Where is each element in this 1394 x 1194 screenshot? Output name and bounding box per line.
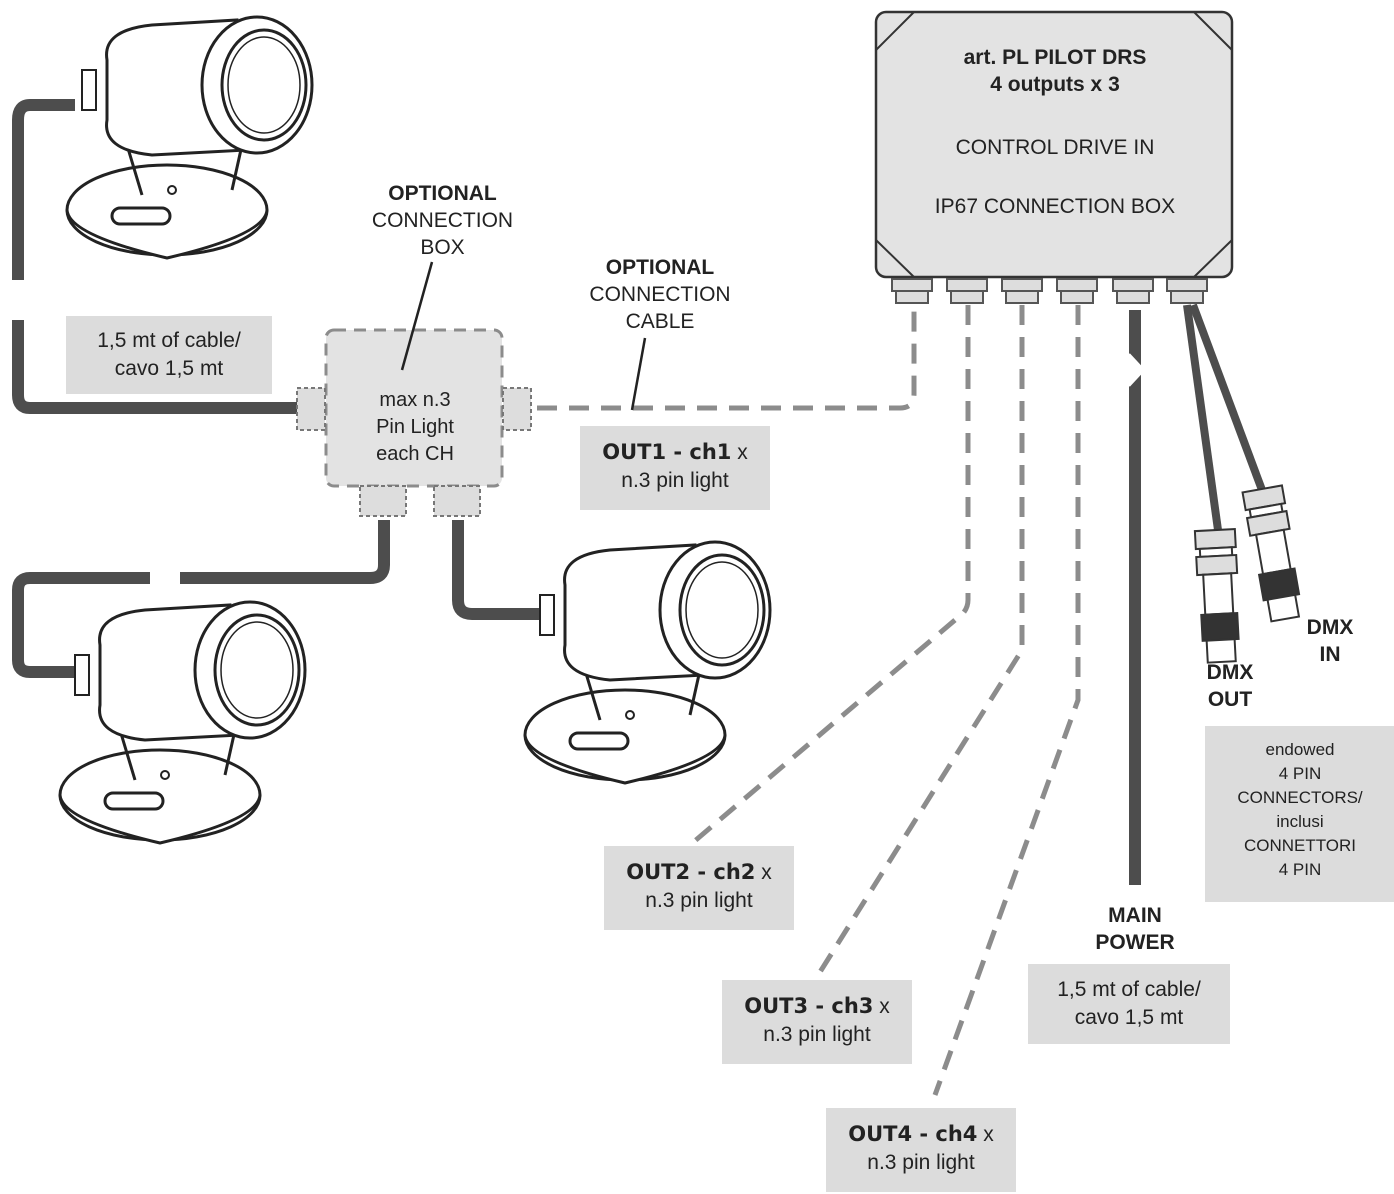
dmx-in-line2: IN <box>1319 643 1341 666</box>
output-3-line2: n.3 pin light <box>763 1023 871 1046</box>
cable-note-left-line1: 1,5 mt of cable/ <box>97 329 241 352</box>
connectors-note-line6: 4 PIN <box>1278 860 1322 879</box>
optional-cable-label: OPTIONAL CONNECTION CABLE <box>570 254 750 335</box>
control-box-title: art. PL PILOT DRS 4 outputs x 3 <box>880 44 1230 98</box>
control-box-line3: CONTROL DRIVE IN <box>955 136 1155 159</box>
dmx-in-line1: DMX <box>1306 616 1354 639</box>
main-power-cable-note: 1,5 mt of cable/ cavo 1,5 mt <box>1028 964 1230 1044</box>
main-power-label: MAIN POWER <box>1060 902 1210 956</box>
output-3-suffix: x <box>873 995 890 1018</box>
main-power-line2: POWER <box>1095 931 1175 954</box>
optional-box-inner-line1: max n.3 <box>379 389 451 411</box>
output-2-line2: n.3 pin light <box>645 889 753 912</box>
dmx-out-connector <box>1193 528 1243 664</box>
output-label-4: OUT4 - ch4 x n.3 pin light <box>826 1108 1016 1192</box>
output-2-name: OUT2 - ch2 <box>626 860 756 884</box>
cable-lamp1 <box>12 99 305 414</box>
optional-cable-title: OPTIONAL <box>605 256 715 279</box>
output-4-suffix: x <box>977 1123 994 1146</box>
dmx-in-connector <box>1241 484 1306 624</box>
output-label-3: OUT3 - ch3 x n.3 pin light <box>722 980 912 1064</box>
pin-light-lamp-1 <box>65 15 314 260</box>
cable-dmx-out <box>1183 304 1222 531</box>
connectors-note-line2: 4 PIN <box>1278 764 1322 783</box>
output-label-1: OUT1 - ch1 x n.3 pin light <box>580 426 770 510</box>
control-box-line4: IP67 CONNECTION BOX <box>934 195 1176 218</box>
optional-box-line2: CONNECTION <box>371 209 514 232</box>
output-2-suffix: x <box>755 861 772 884</box>
output-4-line2: n.3 pin light <box>867 1151 975 1174</box>
cable-note-left-line2: cavo 1,5 mt <box>114 357 224 380</box>
pointer-optional-cable <box>630 337 647 411</box>
optional-cable-line3: CABLE <box>625 310 695 333</box>
control-box-line2: 4 outputs x 3 <box>990 73 1120 96</box>
control-box-glands <box>891 278 1208 304</box>
main-power-line1: MAIN <box>1108 904 1162 927</box>
output-3-name: OUT3 - ch3 <box>744 994 874 1018</box>
connectors-note-line1: endowed <box>1265 740 1335 759</box>
dmx-in-label: DMX IN <box>1290 614 1370 668</box>
cable-out3 <box>812 305 1025 982</box>
cable-length-note-left: 1,5 mt of cable/ cavo 1,5 mt <box>66 316 272 394</box>
connectors-note-line4: inclusi <box>1276 812 1324 831</box>
optional-box-line3: BOX <box>420 236 465 259</box>
control-box-line1: art. PL PILOT DRS <box>963 46 1147 69</box>
optional-cable-line2: CONNECTION <box>589 283 731 306</box>
optional-box-inner-line2: Pin Light <box>376 416 454 438</box>
connectors-note-line3: CONNECTORS/ <box>1237 788 1363 807</box>
control-box-housing <box>874 10 1234 279</box>
dmx-out-label: DMX OUT <box>1190 659 1270 713</box>
output-label-2: OUT2 - ch2 x n.3 pin light <box>604 846 794 930</box>
cable-lamp3 <box>452 520 540 620</box>
pin-light-lamp-2 <box>58 600 307 845</box>
cable-lamp2 <box>12 520 390 678</box>
connectors-note: endowed 4 PIN CONNECTORS/ inclusi CONNET… <box>1205 726 1394 902</box>
cable-out2 <box>688 305 971 847</box>
optional-box-inner: max n.3 Pin Light each CH <box>330 387 500 468</box>
pin-light-lamp-3 <box>523 540 772 785</box>
dmx-out-line1: DMX <box>1206 661 1254 684</box>
dmx-out-line2: OUT <box>1207 688 1253 711</box>
output-1-line2: n.3 pin light <box>621 469 729 492</box>
optional-box-label: OPTIONAL CONNECTION BOX <box>350 180 535 261</box>
optional-box-title: OPTIONAL <box>388 182 497 205</box>
connectors-note-line5: CONNETTORI <box>1243 836 1357 855</box>
optional-box-inner-line3: each CH <box>376 443 454 465</box>
output-1-name: OUT1 - ch1 <box>602 440 732 464</box>
main-power-note-line2: cavo 1,5 mt <box>1074 1006 1184 1029</box>
cable-out1 <box>537 305 917 411</box>
output-4-name: OUT4 - ch4 <box>848 1122 978 1146</box>
main-power-note-line1: 1,5 mt of cable/ <box>1057 978 1201 1001</box>
pointer-optional-box <box>400 261 434 371</box>
output-1-suffix: x <box>731 441 748 464</box>
cable-dmx-in <box>1189 303 1266 492</box>
cable-out4 <box>932 305 1081 1096</box>
